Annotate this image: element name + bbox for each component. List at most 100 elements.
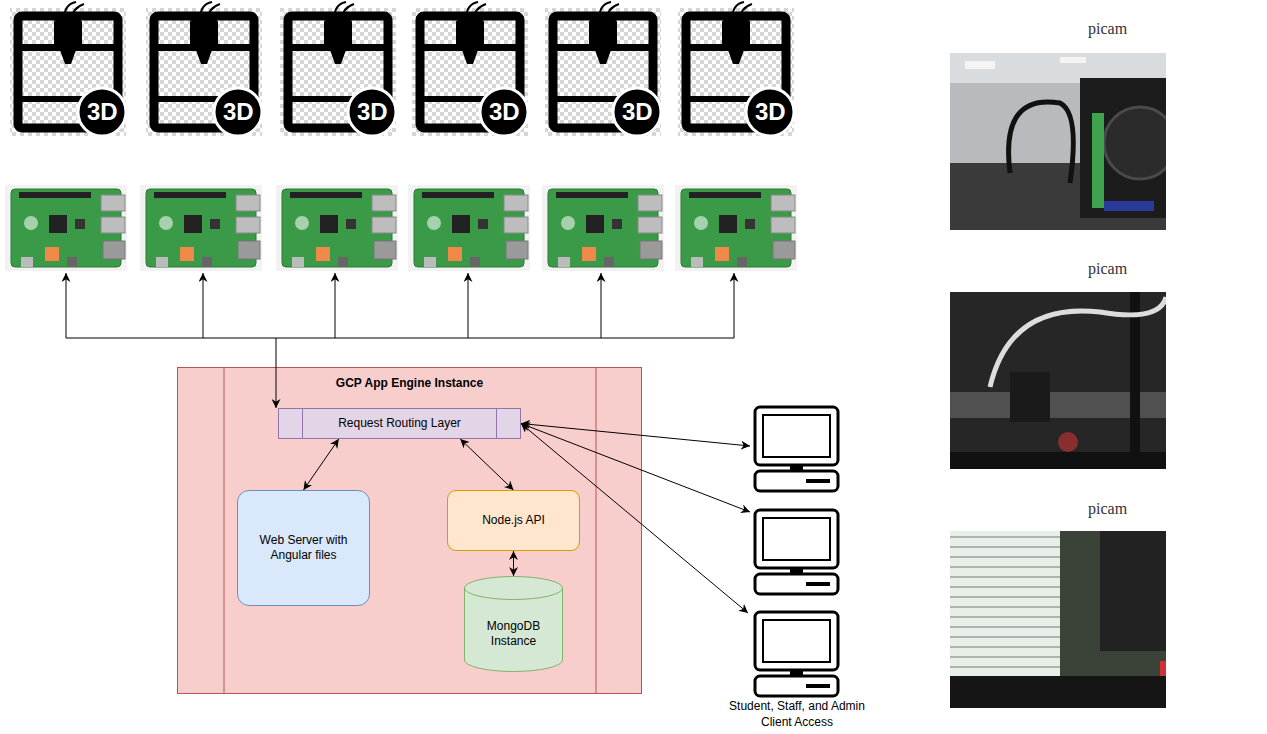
- fan: [1104, 107, 1166, 179]
- node-label: Node.js API: [482, 513, 545, 528]
- part: [1160, 661, 1166, 676]
- camera-photo: [950, 292, 1166, 469]
- ethernet-port: [506, 241, 528, 259]
- printer-frame: [154, 16, 254, 128]
- screen: [763, 620, 830, 662]
- camera-photo: [950, 531, 1166, 708]
- gpio-header: [422, 192, 494, 198]
- client-computer: [755, 612, 838, 696]
- chip: [478, 219, 488, 229]
- green-bracket: [1092, 113, 1104, 208]
- gpio-header: [689, 192, 761, 198]
- raspberry-pi-board: [5, 185, 127, 271]
- printer-nozzle: [196, 50, 212, 64]
- printer-background: [412, 8, 528, 136]
- bus-to-routing: [276, 338, 277, 408]
- printer-icon: [678, 2, 794, 136]
- connector: [21, 257, 33, 267]
- printer-badge: [746, 88, 794, 136]
- routing-layer-box: Request Routing Layer: [278, 408, 521, 439]
- node-label: MongoDB Instance: [470, 619, 557, 649]
- raspberry-pi-board: [140, 185, 262, 271]
- printer-badge: [214, 88, 262, 136]
- ceiling-light: [965, 61, 995, 69]
- board-background: [140, 185, 262, 271]
- ethernet-port: [103, 241, 125, 259]
- connector: [202, 257, 212, 267]
- cpu-chip: [719, 215, 737, 233]
- database-cylinder: MongoDB Instance: [464, 576, 563, 672]
- cylinder-rim: [465, 588, 563, 600]
- pi-link: [468, 273, 469, 338]
- blind-slat: [950, 556, 1060, 558]
- blind-slat: [950, 606, 1060, 608]
- gpio-header: [19, 192, 91, 198]
- chip: [346, 219, 356, 229]
- printer-extruder: [456, 20, 484, 50]
- cpu-chip: [49, 215, 67, 233]
- printer-badge-text: 3D: [223, 98, 254, 126]
- printer-badge-text: 3D: [489, 98, 520, 126]
- camera-label: picam: [1088, 20, 1127, 38]
- usb-port: [236, 217, 260, 233]
- printer-icon: [146, 2, 262, 136]
- client-computer: [755, 407, 838, 491]
- printer-frame: [553, 16, 653, 128]
- cpu-chip: [320, 215, 338, 233]
- board-background: [408, 185, 530, 271]
- pi-link: [335, 273, 336, 338]
- monitor: [755, 612, 838, 670]
- cylinder-body: [465, 577, 563, 672]
- logo: [295, 216, 309, 230]
- cpu-chip: [184, 215, 202, 233]
- printer-badge-text: 3D: [87, 98, 118, 126]
- pi-link: [601, 273, 602, 338]
- raspberry-pi-board: [276, 185, 398, 271]
- camera-label: picam: [1088, 500, 1127, 518]
- bus-wire: [66, 338, 734, 339]
- logo: [24, 216, 38, 230]
- monitor: [755, 510, 838, 568]
- raspberry-pi-board: [408, 185, 530, 271]
- printer-background: [545, 8, 661, 136]
- board-background: [5, 185, 127, 271]
- cpu-chip: [586, 215, 604, 233]
- part: [1104, 201, 1154, 211]
- connector: [304, 439, 339, 490]
- printer-badge-text: 3D: [622, 98, 653, 126]
- connector: [737, 257, 747, 267]
- usb-port: [372, 217, 396, 233]
- connector: [180, 247, 194, 261]
- connector: [558, 257, 570, 267]
- usb-port: [101, 217, 125, 233]
- gpio-header: [154, 192, 226, 198]
- connector: [156, 257, 168, 267]
- printer-badge: [348, 88, 396, 136]
- printer-nozzle: [595, 50, 611, 64]
- connector: [67, 257, 77, 267]
- bed: [950, 676, 1166, 708]
- filament-wire: [208, 4, 220, 20]
- chip: [612, 219, 622, 229]
- blind-slat: [950, 546, 1060, 548]
- pi-link: [66, 273, 67, 338]
- blind-slat: [950, 616, 1060, 618]
- printer-nozzle: [462, 50, 478, 64]
- ethernet-port: [773, 241, 795, 259]
- connector: [604, 257, 614, 267]
- connector: [691, 257, 703, 267]
- connector: [316, 247, 330, 261]
- usb-port: [372, 195, 396, 211]
- computer-base: [755, 676, 838, 696]
- printer-nozzle: [60, 50, 76, 64]
- printer-nozzle: [728, 50, 744, 64]
- blind-slat: [950, 596, 1060, 598]
- filament-wire: [72, 4, 84, 20]
- board-background: [542, 185, 664, 271]
- usb-port: [236, 195, 260, 211]
- dark-background: [950, 292, 1166, 469]
- raspberry-pi-board: [675, 185, 797, 271]
- ethernet-port: [374, 241, 396, 259]
- chip: [745, 219, 755, 229]
- container-title: GCP App Engine Instance: [178, 368, 641, 391]
